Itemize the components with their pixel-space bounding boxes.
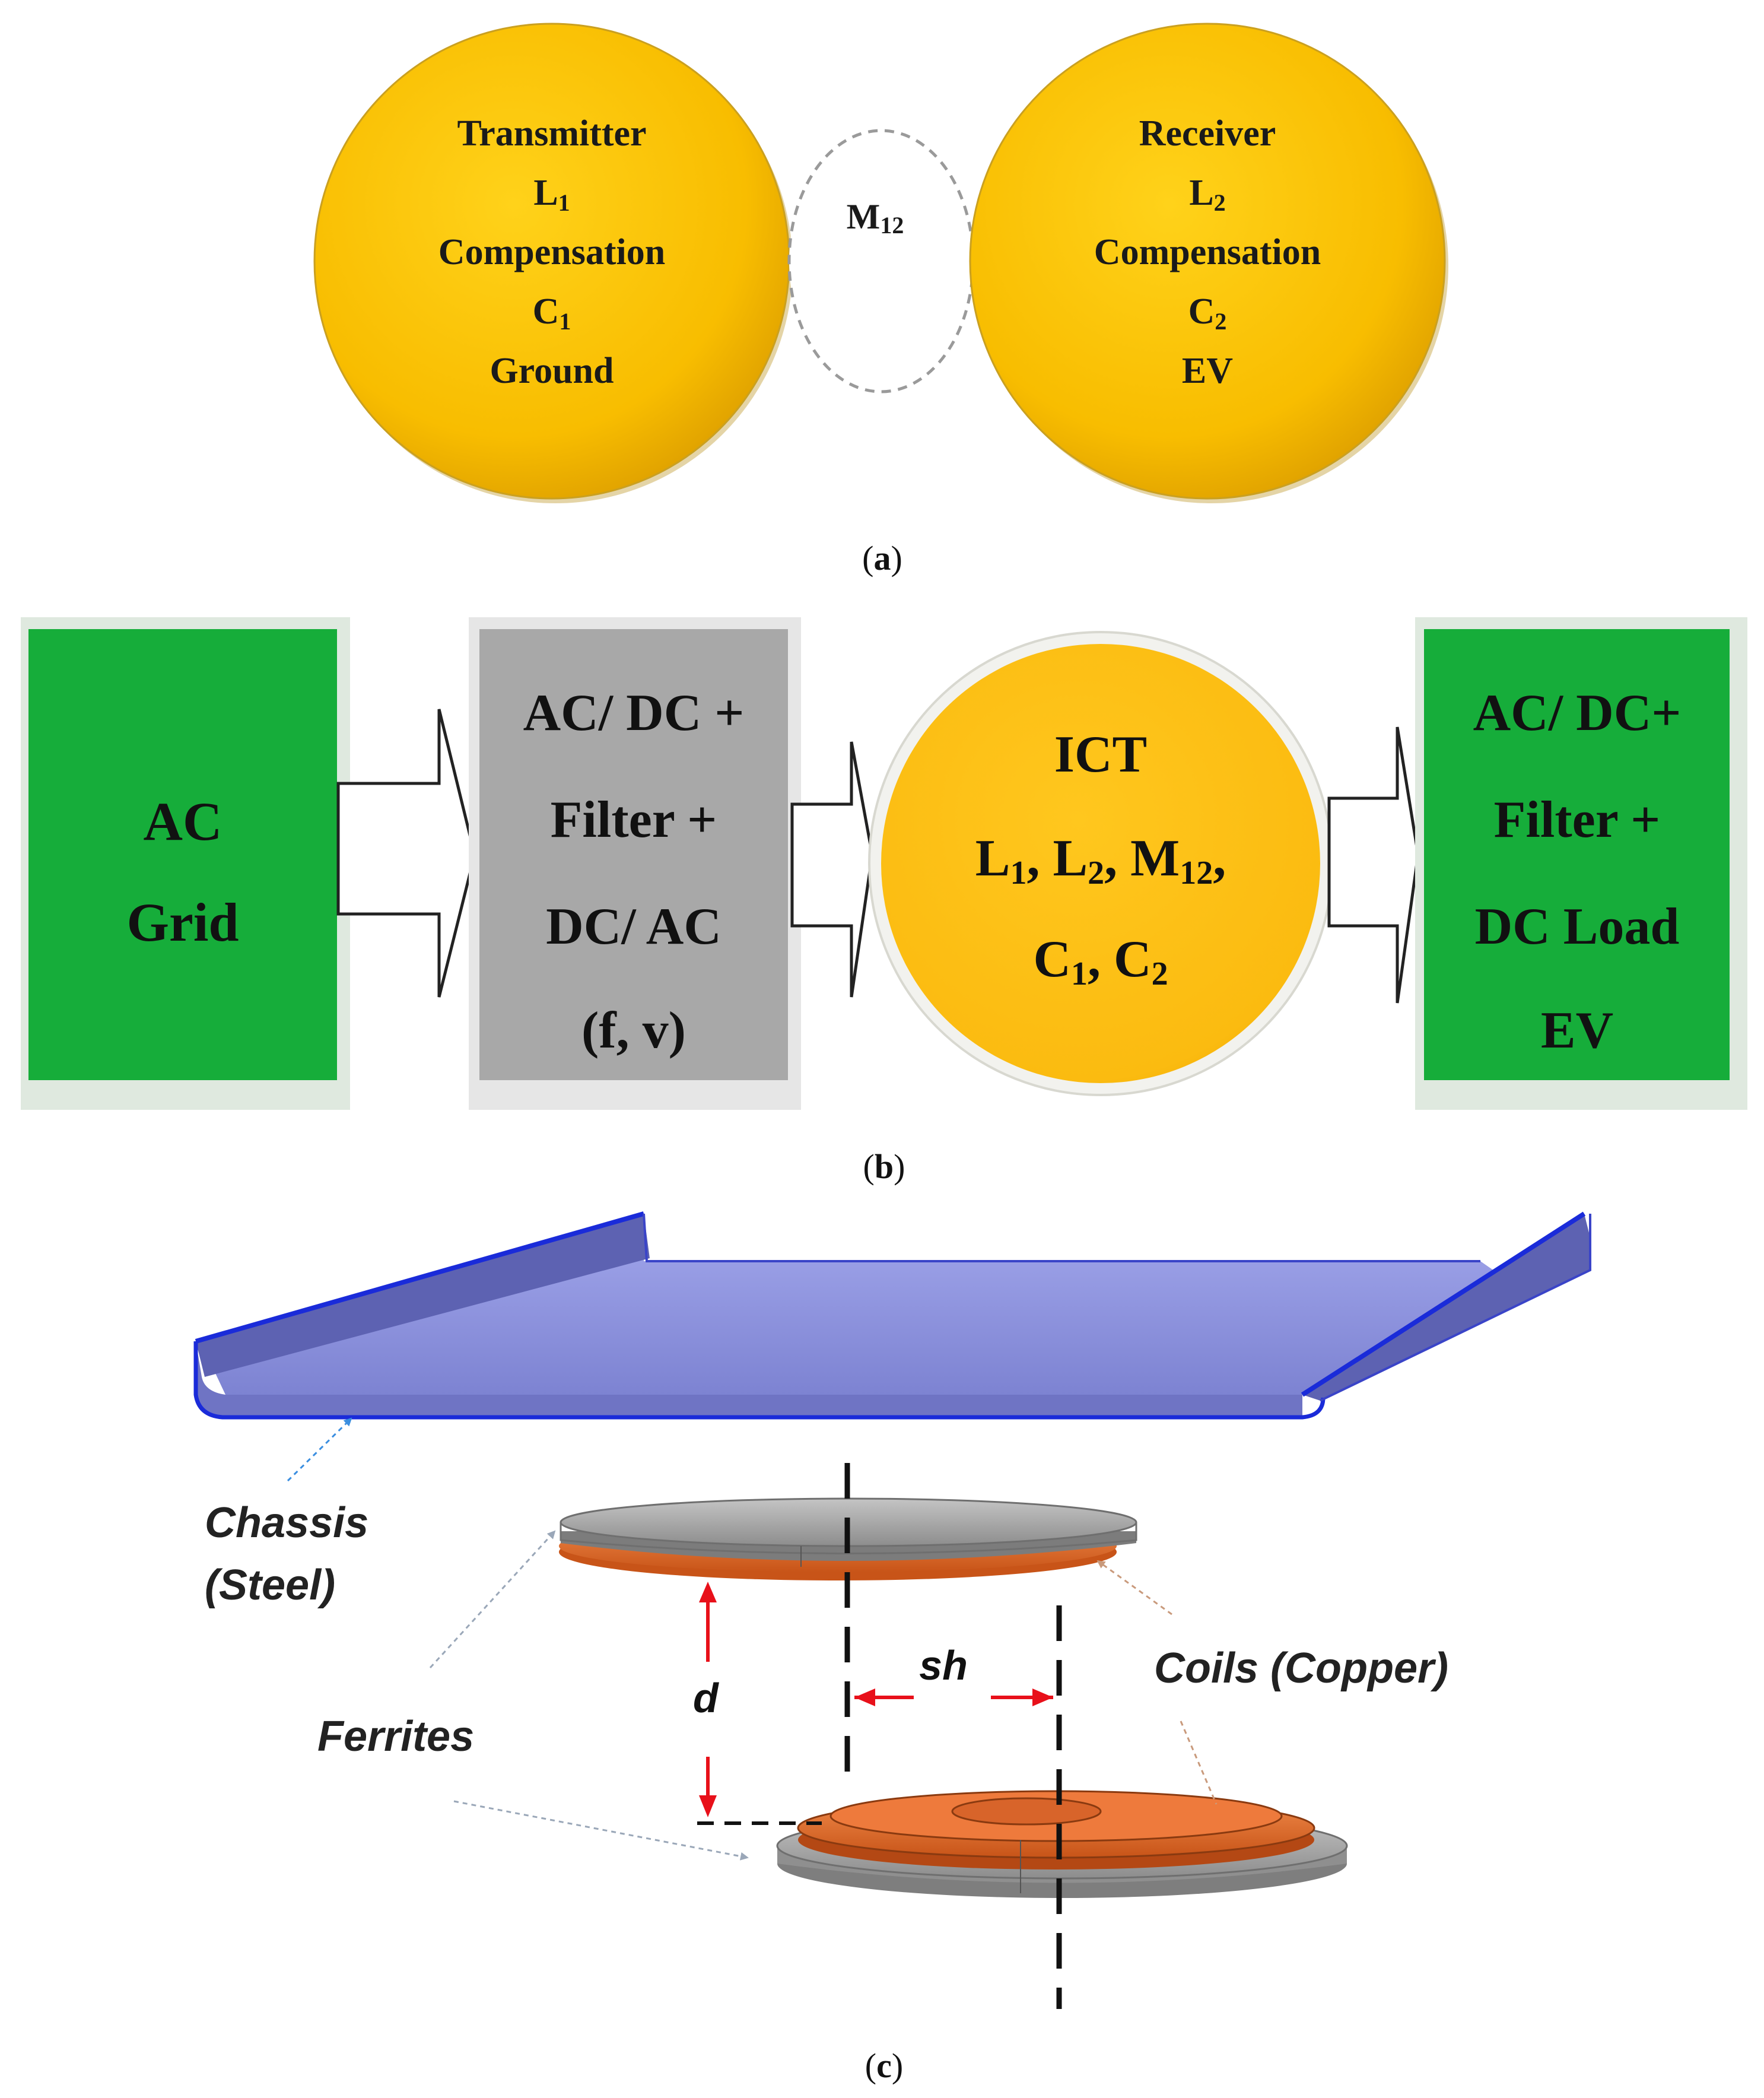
- coils-pointer-lower: [1180, 1721, 1218, 1805]
- flow-arrow-1: [336, 709, 476, 998]
- mutual-inductance-label: M12: [847, 197, 904, 239]
- receiver-inductance: L2: [1189, 173, 1225, 216]
- caption-a: (a): [862, 539, 902, 577]
- chassis-pointer: [287, 1417, 352, 1482]
- chassis-label-line1: Chassis: [205, 1499, 368, 1547]
- distance-label: d: [693, 1675, 719, 1721]
- receiver-circle: Receiver L2 Compensation C2 EV: [969, 23, 1448, 503]
- ict-circle: ICT L1, L2, M12, C1, C2: [868, 631, 1333, 1096]
- caption-b: (b): [863, 1147, 905, 1186]
- ict-parameters-line1: L1, L2, M12,: [975, 830, 1226, 891]
- chassis-label-line2: (Steel): [205, 1561, 335, 1609]
- converter-line4: (f, v): [581, 1002, 686, 1059]
- panel-a: Transmitter L1 Compensation C1 Ground M1…: [313, 23, 1448, 577]
- receiver-compensation: Compensation: [1094, 232, 1321, 272]
- ict-parameters-line2: C1, C2: [1033, 931, 1168, 992]
- receiver-capacitance: C2: [1188, 291, 1227, 335]
- shift-label: sh: [919, 1642, 968, 1688]
- load-line2: Filter +: [1494, 791, 1661, 849]
- coils-pointer-upper: [1096, 1560, 1172, 1615]
- caption-c: (c): [865, 2046, 903, 2085]
- svg-text:Transmitter: Transmitter: [457, 113, 646, 154]
- grid-block-line1: AC: [144, 791, 223, 852]
- load-line1: AC/ DC+: [1473, 684, 1682, 742]
- receiver-title: Receiver: [1139, 113, 1276, 154]
- chassis-plate: [193, 1211, 1591, 1420]
- coils-label: Coils (Copper): [1154, 1645, 1448, 1692]
- distance-arrow: [699, 1582, 717, 1817]
- transmitter-location: Ground: [490, 351, 614, 391]
- dc-load-block: AC/ DC+ Filter + DC Load EV: [1415, 617, 1747, 1110]
- transmitter-title: Transmitter: [457, 113, 646, 154]
- ferrites-pointer-lower: [453, 1800, 749, 1861]
- transmitter-inductance: L1: [533, 173, 570, 216]
- grid-block-line2: Grid: [126, 892, 239, 953]
- panel-c: d sh Chassis (Steel) Ferrites Coils (Cop…: [193, 1211, 1591, 2085]
- receiver-location: EV: [1182, 351, 1233, 391]
- ac-grid-block: AC Grid: [21, 617, 350, 1110]
- converter-line2: Filter +: [551, 791, 717, 849]
- lower-pad: [776, 1790, 1348, 1898]
- coupling-ellipse: M12: [787, 129, 975, 393]
- flow-arrow-3: [1327, 726, 1420, 1004]
- shift-arrows: [854, 1688, 1053, 1706]
- load-line4: EV: [1541, 1002, 1613, 1059]
- converter-block: AC/ DC + Filter + DC/ AC (f, v): [469, 617, 801, 1110]
- ferrites-label: Ferrites: [317, 1713, 474, 1760]
- ict-title: ICT: [1054, 726, 1148, 783]
- converter-line1: AC/ DC +: [523, 684, 745, 742]
- ferrites-pointer-upper: [429, 1530, 556, 1669]
- transmitter-capacitance: C1: [533, 291, 571, 335]
- load-line3: DC Load: [1475, 898, 1680, 956]
- transmitter-circle: Transmitter L1 Compensation C1 Ground: [313, 23, 793, 503]
- transmitter-compensation: Compensation: [438, 232, 665, 272]
- panel-b: AC Grid AC/ DC + Filter + DC/ AC (f, v) …: [21, 617, 1747, 1186]
- flow-arrow-2: [790, 741, 874, 998]
- converter-line3: DC/ AC: [546, 898, 722, 956]
